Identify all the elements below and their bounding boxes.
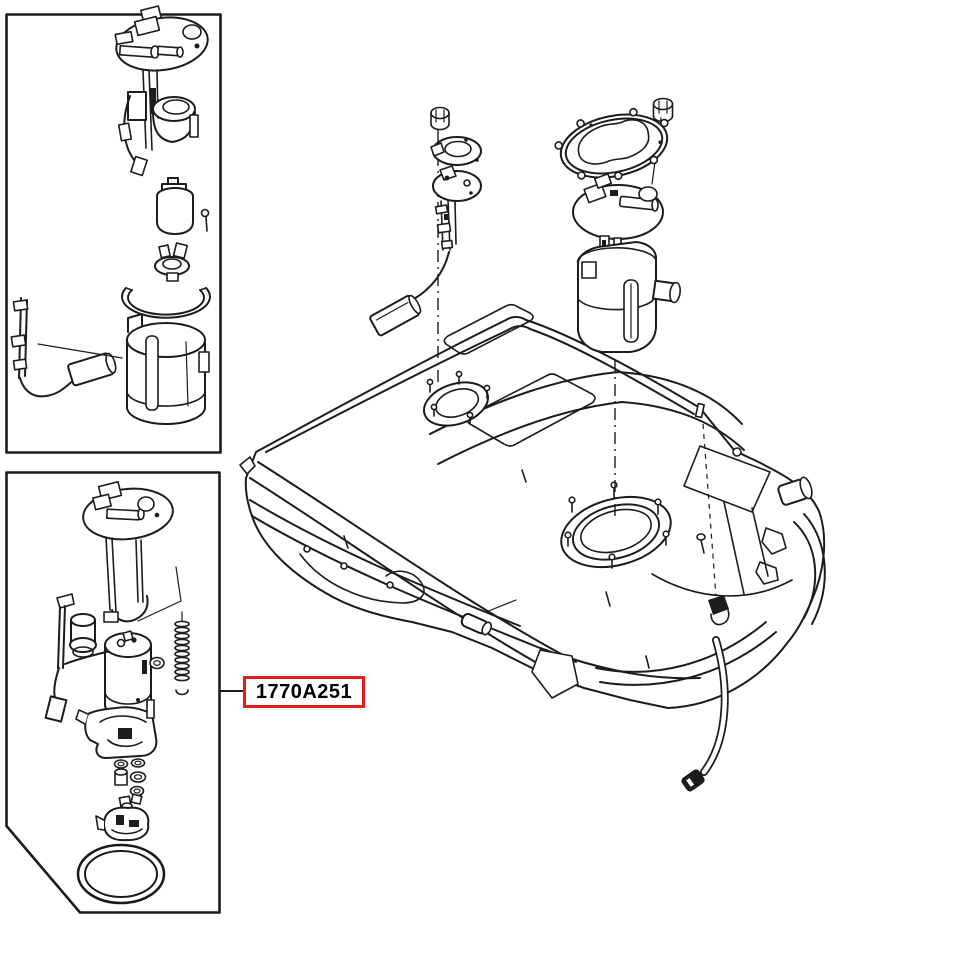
- tank-bolt-icon: [732, 447, 742, 457]
- inset-box-bottom-frame: [5, 471, 221, 914]
- pump-motor-icon: [104, 630, 152, 718]
- sender-float-icon: [369, 294, 422, 337]
- fuel-tank-outline: [244, 316, 826, 709]
- sender-lock-washer-icon: [430, 136, 482, 166]
- lock-ring-icon: [121, 287, 211, 319]
- wiring-harness-icon: [117, 95, 148, 177]
- drain-clip-icon: [696, 533, 706, 541]
- fuel-pump-module-exploded: [554, 97, 681, 518]
- sender-nut-icon: [430, 106, 450, 131]
- drain-plug-icon: [708, 595, 729, 615]
- tank-opening-right: [560, 481, 672, 569]
- pump-holder-bracket-icon: [75, 699, 158, 759]
- strainer-joint-icon: [154, 242, 190, 282]
- flange-plate-icon: [82, 480, 174, 541]
- spring-icon: [174, 611, 190, 696]
- sender-unit-icon: [44, 593, 125, 723]
- pump-nut-icon: [652, 97, 674, 123]
- strainer-icon: [95, 793, 150, 842]
- detail-pointer-line: [137, 566, 182, 622]
- c-clip-icon: [175, 689, 189, 696]
- spacer-pointer-line: [485, 599, 517, 613]
- o-ring-small-icon: [149, 656, 165, 670]
- fuel-sender-icon: [10, 297, 123, 398]
- fuel-sender-assembly-exploded: [369, 106, 482, 386]
- strap-spacer-icon: [460, 613, 492, 636]
- pump-module-body-icon: [576, 235, 681, 353]
- reservoir-top-icon: [127, 88, 199, 143]
- inset-box-top-frame: [5, 13, 222, 454]
- sender-flange-icon: [432, 165, 482, 202]
- fuel-pump-icon: [156, 177, 210, 235]
- tank-strap-right: [595, 621, 777, 686]
- support-legs-icon: [103, 537, 149, 623]
- seal-rings-icon: [113, 758, 147, 797]
- inset-box-bottom: [5, 471, 221, 914]
- tank-top-face-lines: [249, 303, 793, 680]
- drain-leader-line: [702, 423, 717, 597]
- tank-opening-left: [423, 370, 491, 427]
- part-number-callout[interactable]: 1770A251: [243, 676, 365, 708]
- hose-end-cap-icon: [681, 769, 705, 792]
- drain-plug-group: [696, 423, 730, 626]
- filler-nub-icon: [777, 476, 813, 506]
- reservoir-cup-icon: [126, 313, 210, 425]
- sender-body-icon: [413, 199, 457, 300]
- pump-lock-ring-icon: [554, 107, 669, 181]
- tank-mount-tab: [239, 456, 256, 475]
- fuel-tank-drawing: [239, 97, 826, 792]
- inset-box-top: [5, 5, 222, 454]
- tank-front-left-details: [299, 545, 425, 604]
- tank-right-face-lines: [683, 445, 826, 625]
- part-number-label: 1770A251: [255, 680, 353, 703]
- tank-strap-left: [249, 461, 579, 699]
- pump-module-flange-icon: [114, 5, 209, 72]
- tank-o-ring-icon: [76, 843, 166, 905]
- fuel-hose-icon: [681, 636, 729, 792]
- tank-pin-icon: [694, 402, 705, 419]
- pump-flange-icon: [572, 173, 664, 240]
